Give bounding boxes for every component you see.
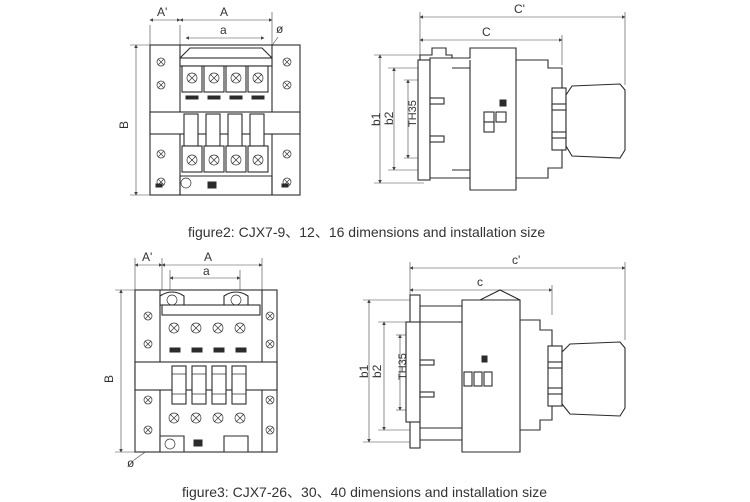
fig2-dim-a-upper: A (220, 5, 228, 19)
fig3-side-holes (143, 311, 275, 435)
fig3-top-screws (168, 322, 246, 334)
fig3-dim-c: c (477, 275, 483, 289)
fig2-dim-c-prime: C' (514, 2, 525, 16)
fig2-dim-phi: ø (276, 22, 284, 36)
fig3-dim-b: B (102, 375, 116, 383)
fig3-dim-c-prime: c' (512, 253, 520, 267)
fig3-dim-b1: b1 (357, 364, 371, 378)
fig2-dim-th35: TH35 (407, 100, 419, 127)
figure3-caption: figure3: CJX7-26、30、40 dimensions and in… (182, 484, 547, 500)
fig2-dim-c: C (482, 25, 491, 39)
fig3-dim-b2: b2 (370, 364, 384, 378)
fig3-dim-a-upper: A (204, 250, 212, 264)
fig3-dim-a-lower: a (203, 264, 210, 278)
fig2-dim-a-lower: a (220, 23, 227, 37)
fig2-dim-b1: b1 (369, 112, 383, 126)
figure2-front-view: A' A a ø B (117, 5, 301, 196)
figure3-front-view: A' A a B ø (102, 250, 278, 470)
fig2-dim-a-prime: A' (157, 5, 167, 19)
fig3-dim-phi: ø (127, 456, 135, 470)
fig2-dim-b2: b2 (382, 111, 396, 125)
figure3-side-view: c' c b1 b2 TH35 (357, 253, 626, 453)
fig2-dim-b: B (117, 121, 131, 129)
figure2-caption: figure2: CJX7-9、12、16 dimensions and ins… (188, 224, 546, 240)
fig3-bottom-screws (168, 412, 246, 424)
fig2-top-terminals (181, 65, 269, 100)
fig2-bottom-terminals (181, 145, 269, 173)
fig3-dim-a-prime: A' (142, 250, 152, 264)
figure2-side-view: C' C b1 b2 TH35 (369, 2, 626, 191)
